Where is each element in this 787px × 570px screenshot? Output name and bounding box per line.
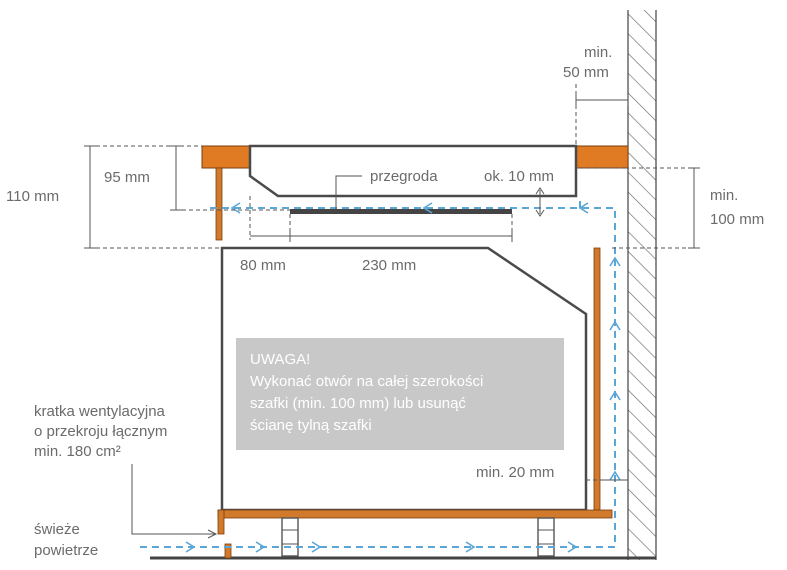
partition-plate [290,209,512,214]
label-min100-line1: min. [710,187,738,204]
label-przegroda: przegroda [370,168,438,185]
warning-line-2: szafki (min. 100 mm) lub usunąć [250,395,466,412]
cabinet-shelf [217,509,613,519]
dimensions [84,84,700,539]
label-min50-line2: 50 mm [563,64,609,81]
label-kratka-line1: kratka wentylacyjna [34,403,166,420]
label-kratka-line3: min. 180 cm² [34,443,121,460]
label-80mm: 80 mm [240,257,286,274]
warning-line-1: Wykonać otwór na całej szerokości [250,373,483,390]
countertop-left [201,145,251,169]
label-min100-line2: 100 mm [710,211,764,228]
label-kratka-line2: o przekroju łącznym [34,423,167,440]
countertop-right [575,145,629,169]
label-95mm: 95 mm [104,169,150,186]
plinth-front [224,543,232,559]
label-ok10mm: ok. 10 mm [484,168,554,185]
cabinet-shelf-front [217,509,225,535]
cabinet-foot-left [281,517,299,557]
warning-title: UWAGA! [250,351,310,368]
air-flow [140,198,621,553]
label-swieze-line2: powietrze [34,542,98,559]
label-min20mm: min. 20 mm [476,464,554,481]
label-110mm: 110 mm [6,188,59,205]
cabinet-side-left [215,167,223,241]
cabinet-foot-right [537,517,555,557]
label-230mm: 230 mm [362,257,416,274]
label-min50-line1: min. [584,44,612,61]
label-swieze-line1: świeże [34,521,80,538]
warning-box [236,338,564,450]
hob-body [248,144,578,198]
wall [627,10,657,560]
cabinet-back-wall [593,247,601,511]
warning-line-3: ścianę tylną szafki [250,417,372,434]
